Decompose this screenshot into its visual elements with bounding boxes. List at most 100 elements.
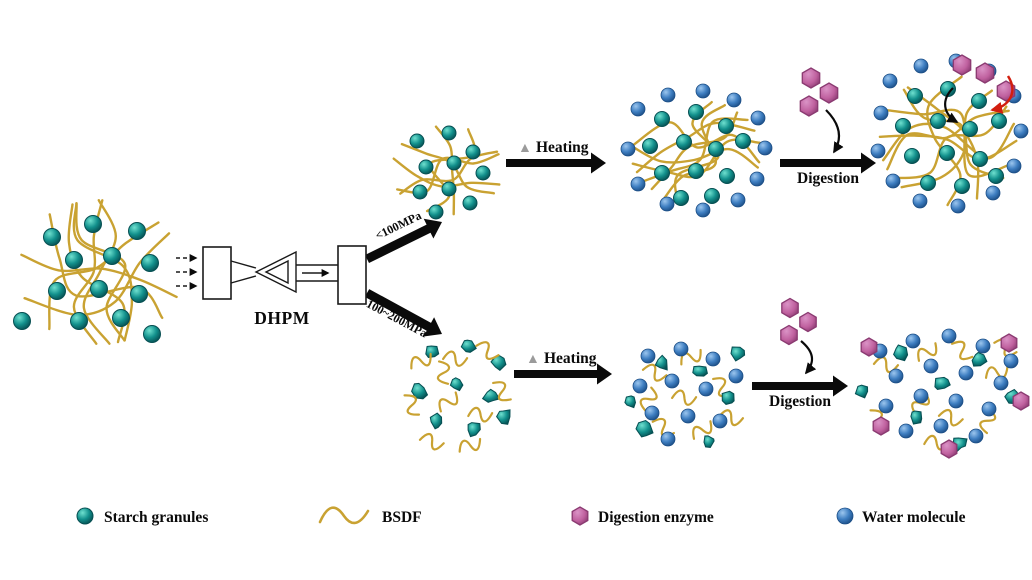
curved-arrows <box>800 75 1014 375</box>
enzyme-to-digestion-arrow-upper <box>825 109 844 154</box>
starch-granule <box>48 282 66 300</box>
water-molecule <box>870 143 886 159</box>
starch-fragment <box>703 435 715 449</box>
water-molecule <box>1003 353 1019 369</box>
starch-granule <box>418 159 434 175</box>
enzyme-entry-arrow <box>944 87 959 123</box>
bsdf-fragment <box>467 406 494 423</box>
starch-fragment <box>490 354 507 372</box>
starch-granule <box>962 121 978 137</box>
water-molecule <box>913 388 929 404</box>
starch-fragment <box>481 388 501 403</box>
bsdf-strand <box>878 134 1018 161</box>
bsdf-fragment <box>984 365 1009 379</box>
starch-granule <box>954 178 970 194</box>
digestion-enzyme <box>975 62 995 84</box>
water-molecule <box>958 365 974 381</box>
bsdf-fragment <box>937 408 964 427</box>
water-molecule <box>1013 123 1029 139</box>
starch-fragment <box>934 376 951 391</box>
starch-fragment <box>460 339 477 353</box>
digestion-enzyme <box>819 82 839 104</box>
water-molecule <box>981 401 997 417</box>
digestion-enzyme <box>952 54 972 76</box>
starch-granule <box>718 118 734 134</box>
bsdf-fragment <box>639 386 658 413</box>
water-molecule <box>680 408 696 424</box>
starch-granule <box>65 251 83 269</box>
dhpm-channel-line <box>230 275 257 284</box>
starch-granule <box>895 118 911 134</box>
digestion-enzyme <box>780 324 798 346</box>
starch-granule <box>428 204 444 220</box>
starch-granule <box>971 93 987 109</box>
water-molecule <box>993 375 1009 391</box>
water-molecule <box>632 378 648 394</box>
water-molecule <box>730 192 746 208</box>
digestion-enzyme <box>799 311 817 333</box>
water-molecule <box>950 198 966 214</box>
starch-fragment <box>467 422 481 438</box>
water-molecule <box>673 341 689 357</box>
starch-granule <box>441 125 457 141</box>
water-molecule <box>630 101 646 117</box>
bsdf-fragment <box>403 394 421 416</box>
starch-granule <box>446 155 462 171</box>
water-molecule <box>941 328 957 344</box>
water-molecule <box>948 393 964 409</box>
water-molecule <box>659 196 675 212</box>
starch-granule <box>688 104 704 120</box>
water-molecule <box>660 87 676 103</box>
digestion-enzyme <box>781 297 799 319</box>
water-molecule <box>912 193 928 209</box>
legend-label-bsdf: BSDF <box>382 509 422 526</box>
starch-granule <box>70 312 88 330</box>
starch-granule <box>972 151 988 167</box>
bsdf-strand <box>48 213 164 319</box>
bsdf-fragment <box>438 391 459 413</box>
starch-granule <box>719 168 735 184</box>
starch-granule <box>654 165 670 181</box>
dhpm-outlet-chamber <box>337 245 367 305</box>
water-molecule <box>695 202 711 218</box>
starch-granule <box>76 507 94 525</box>
bsdf-fragment <box>911 391 931 416</box>
heating-triangle-icon: ▲ <box>518 141 532 156</box>
bsdf-fragment <box>441 350 469 367</box>
bsdf-fragment <box>670 389 698 406</box>
water-molecule <box>898 423 914 439</box>
starch-granule <box>465 144 481 160</box>
starch-granule <box>43 228 61 246</box>
bsdf-strand <box>392 157 501 188</box>
enzyme-blocked-arrow <box>990 75 1014 114</box>
bsdf-fragment <box>492 381 512 402</box>
starch-granule <box>735 133 751 149</box>
starch-fragment <box>411 382 429 400</box>
water-molecule <box>660 431 676 447</box>
water-molecule <box>750 110 766 126</box>
water-molecule <box>882 73 898 89</box>
starch-fragment <box>449 377 464 392</box>
starch-fragment <box>721 390 735 405</box>
starch-granule <box>141 254 159 272</box>
starch-granule <box>112 309 130 327</box>
heating-label-lower: Heating <box>544 350 597 367</box>
bsdf-strand <box>902 88 1005 180</box>
bsdf-strand <box>630 145 759 169</box>
water-molecule <box>905 333 921 349</box>
branch-arrow-upper <box>365 218 442 263</box>
legend-label-enzyme: Digestion enzyme <box>598 509 714 526</box>
bsdf-fragment <box>717 409 745 427</box>
starch-granule <box>988 168 1004 184</box>
starch-fragment <box>854 384 869 399</box>
water-molecule <box>933 418 949 434</box>
heating-arrow-upper <box>506 152 606 174</box>
water-molecule <box>620 141 636 157</box>
starch-granule <box>412 184 428 200</box>
water-molecule <box>975 338 991 354</box>
digestion-enzyme <box>1012 391 1030 411</box>
digestion-label-lower: Digestion <box>769 393 831 410</box>
starch-granule <box>939 145 955 161</box>
starch-granule <box>907 88 923 104</box>
